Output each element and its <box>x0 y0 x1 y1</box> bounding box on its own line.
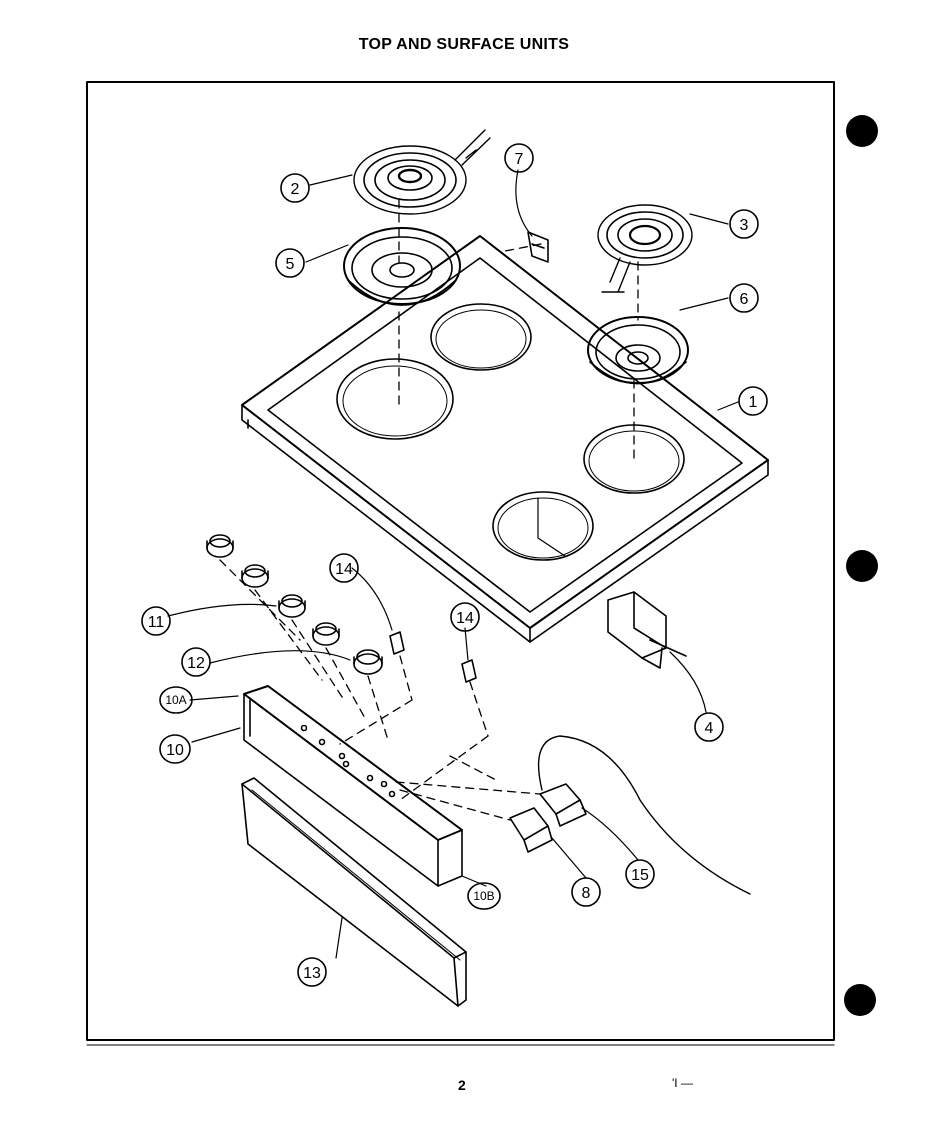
cooktop <box>241 235 769 643</box>
control-knobs <box>206 534 383 675</box>
surface-element-right <box>597 204 693 293</box>
callout-10a-label: 10A <box>165 693 186 707</box>
switch <box>509 807 553 853</box>
drip-bowl-right <box>587 316 689 385</box>
callout-8 <box>571 877 601 907</box>
callout-14-mid-label: 14 <box>456 610 474 627</box>
callout-6 <box>729 283 759 313</box>
burner-opening-back-left <box>430 303 532 371</box>
callout-labels: 1 2 3 4 5 6 7 8 10 10A 10B 11 12 13 14 1… <box>148 151 758 982</box>
alignment-lines <box>219 199 639 821</box>
callout-10-label: 10 <box>166 742 184 759</box>
callout-8-label: 8 <box>582 885 591 902</box>
callout-14-top <box>329 553 359 583</box>
callout-5 <box>275 248 305 278</box>
callout-2 <box>280 173 310 203</box>
callout-10a <box>159 686 193 714</box>
callouts <box>141 143 768 987</box>
control-panel <box>243 685 463 887</box>
callout-10b-label: 10B <box>473 889 494 903</box>
callout-13 <box>297 957 327 987</box>
callout-12 <box>181 647 211 677</box>
callout-3-label: 3 <box>740 217 749 234</box>
knob-3 <box>278 594 306 618</box>
page-title: TOP AND SURFACE UNITS <box>358 36 570 53</box>
binder-hole-top <box>846 115 878 147</box>
callout-14-top-label: 14 <box>335 561 353 578</box>
knob-4 <box>312 622 340 646</box>
binder-hole-bottom <box>844 984 876 1016</box>
infinite-switch <box>537 735 751 895</box>
footer-mark: 'I — <box>672 1076 693 1090</box>
callout-1 <box>738 386 768 416</box>
callout-4-label: 4 <box>705 720 714 737</box>
callout-6-label: 6 <box>740 291 749 308</box>
knob-5 <box>353 649 383 675</box>
callout-15 <box>625 859 655 889</box>
bracket-small <box>527 231 549 263</box>
callout-5-label: 5 <box>286 256 295 273</box>
terminal-block <box>607 591 687 669</box>
knob-1 <box>206 534 234 558</box>
burner-opening-front-left <box>336 358 454 440</box>
callout-7 <box>504 143 534 173</box>
burner-opening-front-right <box>492 491 594 561</box>
indicator-lights <box>389 631 477 683</box>
callout-13-label: 13 <box>303 965 321 982</box>
callout-2-label: 2 <box>291 181 300 198</box>
callout-12-label: 12 <box>187 655 205 672</box>
leader-lines <box>167 169 739 959</box>
drip-bowl-left <box>343 227 461 306</box>
binder-hole-middle <box>846 550 878 582</box>
trim-strip <box>241 777 467 1007</box>
knob-2 <box>241 564 269 588</box>
diagram-frame <box>86 81 835 1041</box>
page-number: 2 <box>458 1077 466 1093</box>
surface-element-left <box>353 129 491 215</box>
callout-15-label: 15 <box>631 867 649 884</box>
callout-3 <box>729 209 759 239</box>
callout-1-label: 1 <box>749 394 758 411</box>
callout-11-label: 11 <box>148 614 165 631</box>
callout-11 <box>141 606 171 636</box>
callout-10b <box>467 882 501 910</box>
burner-opening-back-right <box>583 424 685 494</box>
callout-14-mid <box>450 602 480 632</box>
callout-10 <box>159 734 191 764</box>
callout-4 <box>694 712 724 742</box>
callout-7-label: 7 <box>515 151 524 168</box>
